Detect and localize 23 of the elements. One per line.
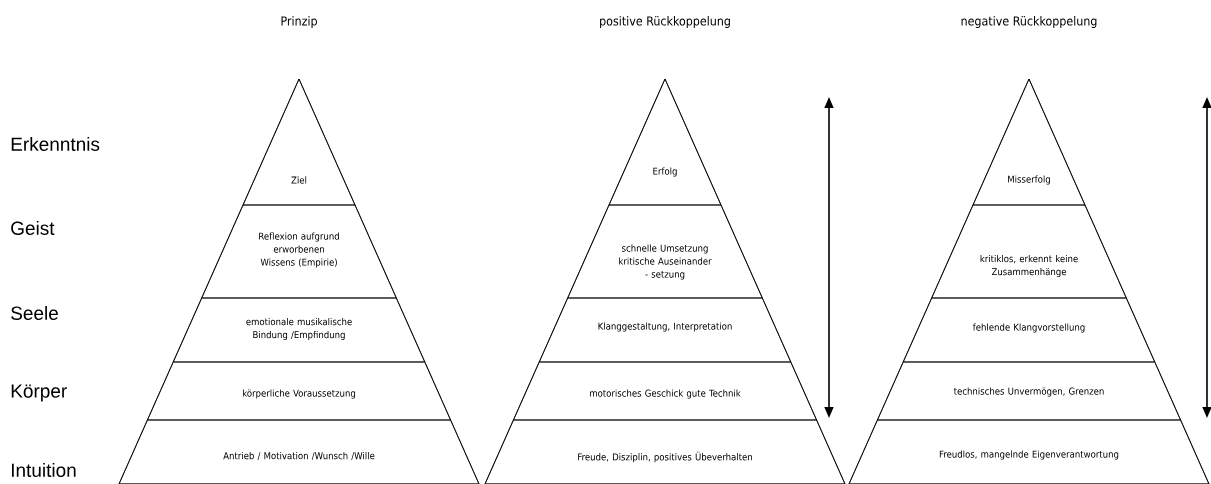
level-label: Intuition	[11, 463, 76, 477]
node-label: positive Rückkoppelung	[600, 16, 730, 28]
node-label: Prinzip	[281, 16, 317, 28]
level-label: Erkenntnis	[11, 137, 100, 151]
level-label: Seele	[11, 306, 58, 320]
pyramid-layer: fehlende Klangvorstellung	[902, 297, 1156, 363]
pyramid-layer: technisches Unvermögen, Grenzen	[877, 361, 1181, 421]
pyramid-layer: Freudlos, mangelnde Eigenverantwortung	[848, 419, 1210, 484]
pyramid-layer: Klanggestaltung, Interpretation	[538, 297, 792, 363]
pyramid-layer: motorisches Geschick gute Technik	[513, 361, 817, 421]
pyramid-layer: Ziel	[242, 78, 356, 206]
pyramid-layer: Misserfolg	[972, 78, 1086, 206]
pyramid-layer: schnelle Umsetzung kritische Auseinander - setzung	[567, 204, 763, 299]
pyramid-layer: Erfolg	[608, 78, 722, 206]
pyramid-layer: Reflexion aufgrund erworbenen Wissens (Empirie)	[201, 204, 397, 299]
level-label: Körper	[11, 384, 67, 402]
level-label: Geist	[11, 221, 55, 235]
pyramid-layer: Freude, Disziplin, positives Übeverhalten	[484, 419, 846, 484]
node-label: negative Rückkoppelung	[961, 16, 1097, 28]
pyramid-layer: kritiklos, erkennt keine Zusammenhänge	[931, 204, 1127, 299]
pyramid-layer: emotionale musikalische Bindung /Empfindung	[172, 297, 426, 363]
pyramid-layer: körperliche Voraussetzung	[147, 361, 451, 421]
pyramid-layer: Antrieb / Motivation /Wunsch /Wille	[118, 419, 480, 484]
